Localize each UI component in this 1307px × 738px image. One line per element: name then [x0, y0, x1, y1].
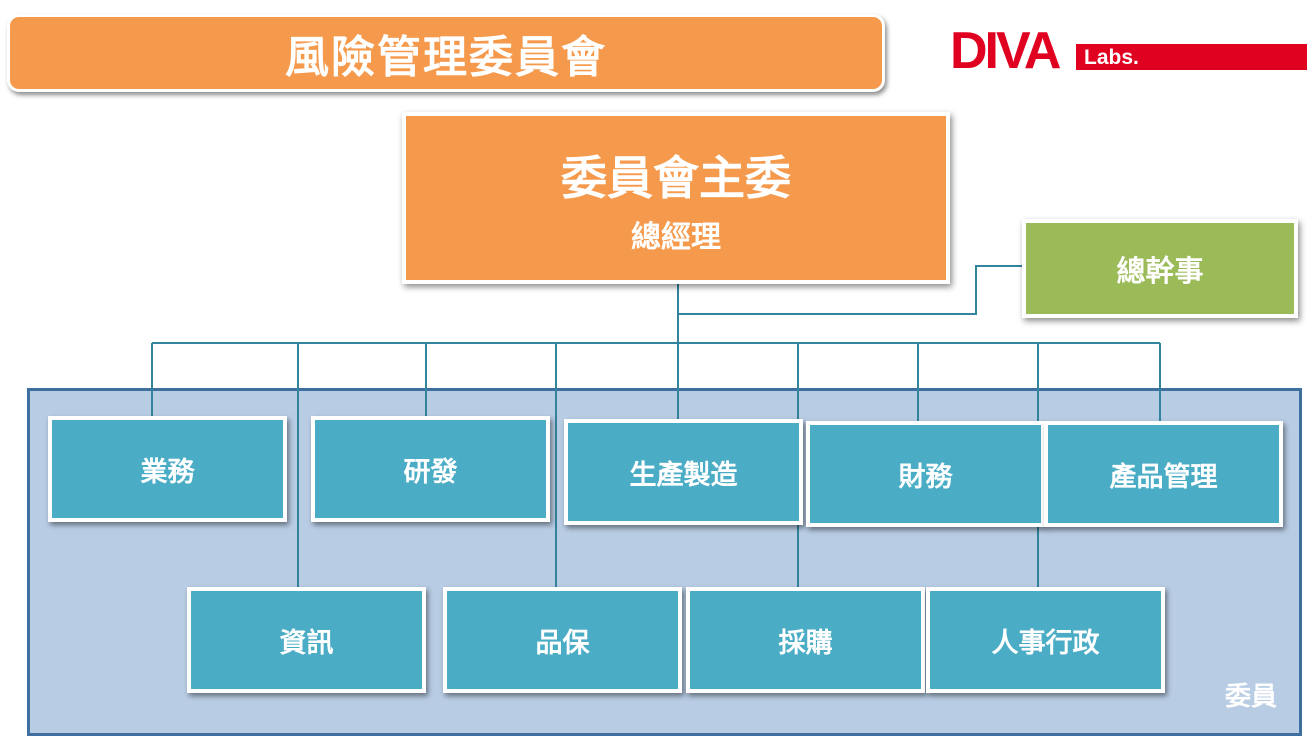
chair-title: 委員會主委: [561, 151, 791, 205]
logo-sub: Labs.: [1084, 46, 1139, 69]
dept-caiwu: 財務: [806, 421, 1045, 527]
members-label: 委員: [1224, 682, 1277, 712]
secretary-box: 總幹事: [1022, 219, 1298, 318]
dept-shengchan: 生產製造: [564, 419, 803, 525]
secretary-connector: [678, 265, 1022, 315]
chair-box: 委員會主委 總經理: [402, 112, 950, 284]
dept-chanpin: 產品管理: [1044, 421, 1283, 527]
dept-renshi: 人事行政: [926, 587, 1165, 693]
logo-bar: Labs.: [1076, 44, 1307, 70]
logo-wordmark: DIVA: [950, 22, 1061, 80]
chair-subtitle: 總經理: [631, 220, 721, 255]
dept-zixun: 資訊: [187, 587, 426, 693]
dept-yanfa: 研發: [311, 416, 550, 522]
dept-yewu: 業務: [48, 416, 287, 522]
dept-caigou: 採購: [686, 587, 925, 693]
dept-pinbao: 品保: [443, 587, 682, 693]
page-title: 風險管理委員會: [7, 14, 885, 92]
diva-labs-logo: DIVA Labs.: [950, 22, 1307, 80]
